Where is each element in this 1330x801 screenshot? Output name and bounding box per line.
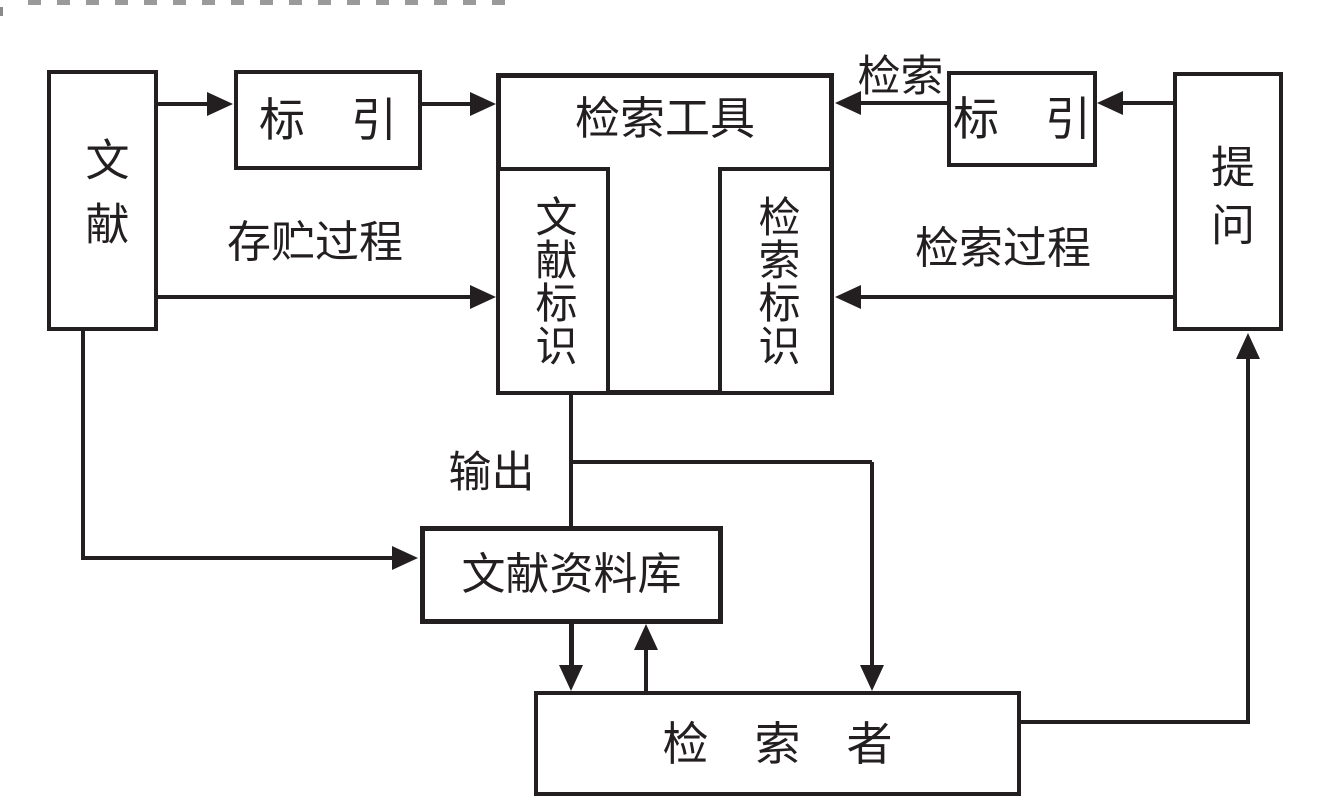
edge-biaoyin-gongju-line bbox=[422, 102, 471, 106]
node-biaoyin-left-box: 标 引 bbox=[234, 70, 422, 170]
label-jiansuo-guocheng: 检索过程 bbox=[915, 223, 1091, 274]
edge-wenxian-biaoyin-arrowhead-icon bbox=[207, 92, 233, 116]
edge-shuchu-branch-hline bbox=[571, 460, 872, 464]
edge-tiwen-biaoyinR-arrowhead-icon bbox=[1097, 91, 1123, 115]
node-biaoyin-right-label: 标 引 bbox=[953, 92, 1091, 146]
node-jiansuozhe-label: 检 索 者 bbox=[662, 716, 893, 771]
edge-cunchu-line bbox=[158, 295, 471, 299]
edge-biaoyinR-gongju-arrowhead-icon bbox=[835, 91, 861, 115]
label-jiansuo: 检索 bbox=[857, 52, 944, 102]
edge-jiansuo-guocheng-arrowhead-icon bbox=[835, 285, 861, 309]
edge-biaoyinR-gongju-line bbox=[861, 101, 947, 105]
node-jiansuozhe-box: 检 索 者 bbox=[534, 691, 1021, 796]
node-jiansuo-gongju-label: 检索工具 bbox=[574, 92, 755, 145]
edge-ziliaoku-jiansuozhe-line bbox=[569, 624, 574, 667]
edge-jiansuozhe-ziliaoku-arrowhead-icon bbox=[634, 624, 658, 650]
node-biaoyin-left-label: 标 引 bbox=[259, 93, 397, 147]
node-tiwen-label: 提问 bbox=[1203, 143, 1254, 260]
edge-jiansuo-guocheng-line bbox=[861, 295, 1173, 299]
node-ziliaoku-box: 文献资料库 bbox=[420, 526, 723, 624]
edge-jiansuozhe-tiwen-vline bbox=[1246, 358, 1250, 724]
node-wenxian-label: 文献 bbox=[77, 136, 129, 265]
edge-shuchu-branch-arrowhead-icon bbox=[860, 665, 884, 691]
node-jiansuo-biaoshi-label: 检索标识 bbox=[752, 195, 801, 367]
cropped-text-remnant bbox=[28, 0, 520, 5]
node-wenxian-biaoshi-box: 文献标识 bbox=[496, 167, 610, 395]
label-cunchu-guocheng: 存贮过程 bbox=[227, 217, 403, 268]
edge-wenxian-ziliaoku-vline bbox=[81, 331, 85, 558]
node-wenxian-biaoshi-label: 文献标识 bbox=[529, 195, 578, 367]
edge-biaoyin-gongju-arrowhead-icon bbox=[470, 92, 496, 116]
node-biaoyin-right-box: 标 引 bbox=[947, 71, 1097, 167]
edge-tiwen-biaoyinR-line bbox=[1123, 101, 1173, 105]
edge-ziliaoku-jiansuozhe-arrowhead-icon bbox=[559, 665, 583, 691]
edge-jiansuozhe-ziliaoku-line bbox=[644, 648, 648, 691]
edge-wenxian-ziliaoku-arrowhead-icon bbox=[392, 546, 418, 570]
cropped-text-remnant-mark bbox=[0, 7, 3, 16]
edge-jiansuozhe-tiwen-arrowhead-icon bbox=[1236, 333, 1260, 359]
edge-wenxian-biaoyin-line bbox=[158, 102, 208, 106]
edge-wenxian-ziliaoku-hline bbox=[81, 556, 392, 560]
node-ziliaoku-label: 文献资料库 bbox=[461, 549, 682, 600]
edge-shuchu-branch-vline bbox=[870, 462, 874, 666]
node-wenxian-box: 文献 bbox=[47, 70, 158, 331]
node-jiansuo-biaoshi-box: 检索标识 bbox=[718, 167, 834, 395]
node-tiwen-box: 提问 bbox=[1173, 72, 1283, 331]
edge-cunchu-arrowhead-icon bbox=[470, 285, 496, 309]
edge-jiansuozhe-tiwen-hline bbox=[1021, 720, 1250, 724]
label-shuchu: 输出 bbox=[448, 448, 535, 498]
